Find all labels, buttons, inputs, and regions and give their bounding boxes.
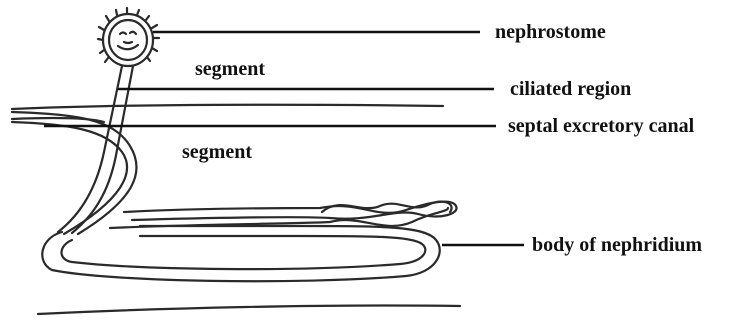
label-ciliated-region: ciliated region [510, 78, 631, 100]
twisted-tubule-upper [124, 202, 457, 220]
label-segment-lower: segment [182, 141, 252, 163]
septum-lower-line [38, 305, 460, 314]
label-nephrostome: nephrostome [495, 21, 606, 43]
body-inner-loop [62, 236, 426, 269]
septum-upper-line [12, 105, 443, 109]
label-segment-upper: segment [195, 58, 265, 80]
label-septal-excretory-canal: septal excretory canal [508, 115, 695, 137]
nephrostome-funnel [98, 8, 159, 66]
body-outer-loop [42, 226, 439, 281]
ciliated-duct [58, 66, 122, 232]
label-body-of-nephridium: body of nephridium [532, 234, 702, 256]
